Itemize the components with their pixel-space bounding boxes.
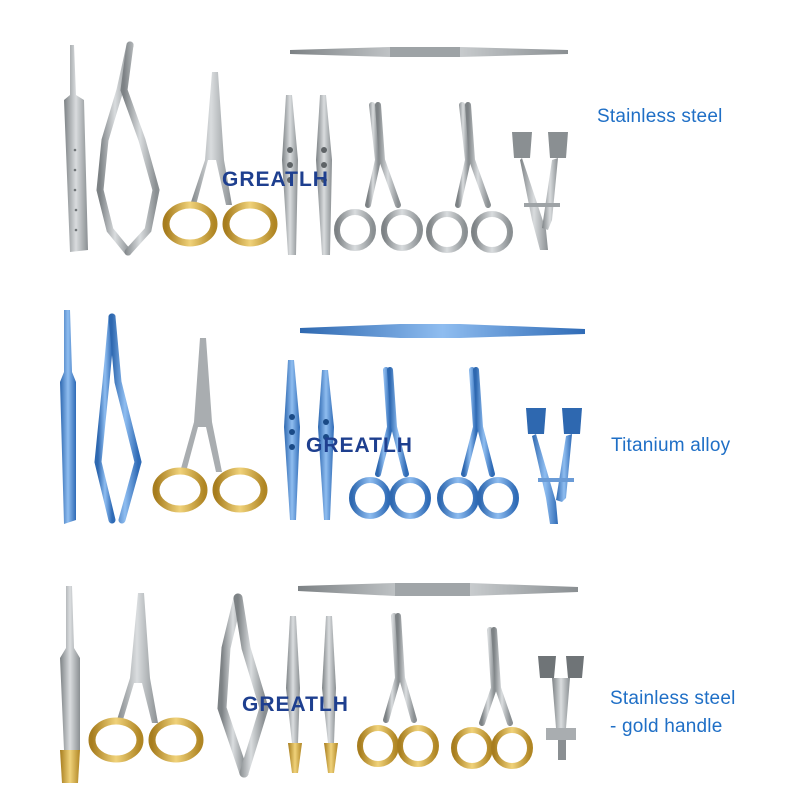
material-label: Stainless steel <box>597 106 723 127</box>
curved-scissors <box>349 367 431 519</box>
double-ended-instrument <box>298 583 578 596</box>
tying-forceps <box>316 95 332 255</box>
material-label: Stainless steel - gold handle <box>610 685 736 741</box>
tying-forceps <box>284 360 300 520</box>
eyelid-speculum <box>526 408 582 524</box>
scalpel-handle <box>60 586 80 783</box>
tying-forceps <box>286 616 302 773</box>
curved-scissors <box>451 627 533 769</box>
brand-watermark: GREATLH <box>222 168 329 191</box>
double-ended-instrument <box>290 47 568 57</box>
scalpel-handle <box>64 45 88 252</box>
instrument-set-stainless-steel: GREATLH Stainless steel <box>0 0 800 262</box>
material-label-line-1: Stainless steel <box>610 688 736 709</box>
stainless-steel-instruments-photo <box>64 41 568 256</box>
brand-watermark: GREATLH <box>306 434 413 457</box>
micro-scissors <box>94 313 142 524</box>
brand-watermark: GREATLH <box>242 693 349 716</box>
tying-forceps <box>318 370 334 520</box>
needle-holder <box>88 593 204 763</box>
double-ended-instrument <box>300 324 585 338</box>
curved-scissors <box>426 102 513 253</box>
stainless-gold-instruments-photo <box>60 583 584 783</box>
eyelid-speculum <box>538 656 584 760</box>
material-label: Titanium alloy <box>611 435 731 456</box>
instrument-set-stainless-steel-gold: GREATLH Stainless steel - gold handle <box>0 538 800 800</box>
curved-scissors <box>357 613 439 767</box>
material-label-line-2: - gold handle <box>610 716 723 737</box>
needle-holder <box>152 338 268 513</box>
curved-scissors <box>437 367 519 519</box>
tying-forceps <box>322 616 338 773</box>
instrument-set-titanium-alloy: GREATLH Titanium alloy <box>0 262 800 538</box>
micro-scissors <box>96 41 160 256</box>
eyelid-speculum <box>512 132 568 250</box>
micro-scissors <box>217 593 269 778</box>
scalpel-handle <box>60 310 76 524</box>
needle-holder <box>162 72 278 247</box>
curved-scissors <box>334 102 423 251</box>
titanium-instruments-photo <box>60 310 585 524</box>
tying-forceps <box>282 95 298 255</box>
